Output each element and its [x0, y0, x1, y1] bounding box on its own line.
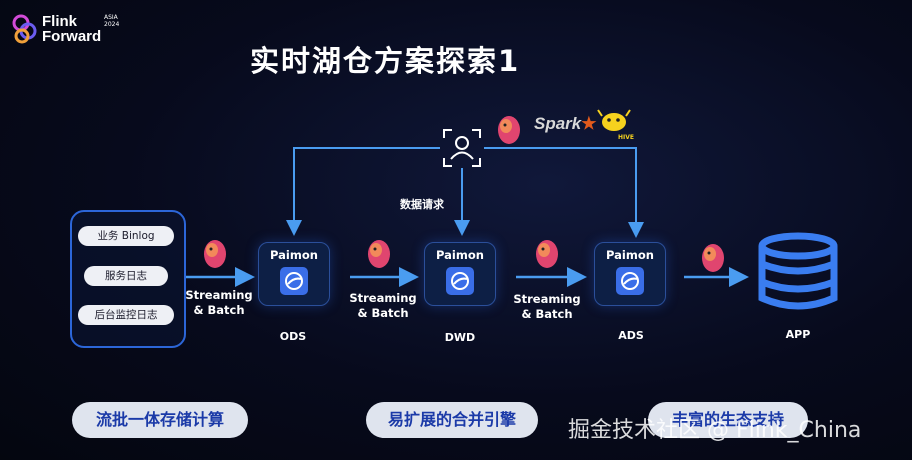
node-label: Paimon	[436, 248, 484, 262]
logo-line2: Forward	[42, 28, 102, 45]
spark-label: Spark	[534, 114, 582, 133]
flink-squirrel-icon	[368, 240, 390, 268]
stream-label-3: Streaming & Batch	[512, 292, 582, 322]
flink-forward-logo: Flink Forward ASIA 2024	[12, 10, 132, 50]
paimon-icon	[616, 267, 644, 295]
paimon-icon	[446, 267, 474, 295]
caption-ods: ODS	[279, 330, 307, 343]
flink-forward-mark-icon	[12, 14, 37, 44]
database-icon	[758, 232, 838, 310]
user-icon	[443, 129, 481, 167]
source-service-log: 服务日志	[84, 266, 168, 286]
node-label: Paimon	[270, 248, 318, 262]
node-label: Paimon	[606, 248, 654, 262]
stream-label-line1: Streaming	[185, 288, 253, 302]
logo-sub: ASIA 2024	[104, 14, 120, 28]
arrow-user-to-ads	[484, 147, 644, 238]
stream-label-2: Streaming & Batch	[348, 291, 418, 321]
source-box: 业务 Binlog 服务日志 后台监控日志	[70, 210, 186, 348]
flink-squirrel-icon	[204, 240, 226, 268]
paimon-node-dwd: Paimon	[424, 242, 496, 306]
stream-label-line2: & Batch	[521, 307, 573, 321]
feature-pill-3: 丰富的生态支持	[648, 402, 808, 438]
user-query-box	[442, 128, 482, 168]
flink-squirrel-icon	[536, 240, 558, 268]
stream-label-line2: & Batch	[193, 303, 245, 317]
stream-label-line1: Streaming	[349, 291, 417, 305]
caption-dwd: DWD	[444, 331, 476, 344]
paimon-node-ads: Paimon	[594, 242, 666, 306]
source-monitor-log: 后台监控日志	[78, 305, 174, 325]
arrow-user-to-ods	[286, 147, 440, 236]
hive-logo-icon	[597, 109, 631, 131]
source-binlog: 业务 Binlog	[78, 226, 174, 246]
paimon-icon	[280, 267, 308, 295]
feature-pill-2: 易扩展的合并引擎	[366, 402, 538, 438]
page-title: 实时湖仓方案探索1	[250, 44, 521, 78]
logo-line1: Flink	[42, 13, 78, 30]
caption-app: APP	[785, 328, 811, 341]
data-request-label: 数据请求	[400, 198, 444, 211]
watermark: 掘金技术社区 @ Flink_China	[568, 418, 862, 443]
flink-squirrel-icon	[702, 244, 724, 272]
stream-label-1: Streaming & Batch	[184, 288, 254, 318]
spark-logo-icon: Spark★	[534, 114, 597, 133]
hive-label: HIVE	[618, 134, 634, 141]
feature-pill-1: 流批一体存储计算	[72, 402, 248, 438]
paimon-node-ods: Paimon	[258, 242, 330, 306]
stream-label-line1: Streaming	[513, 292, 581, 306]
caption-ads: ADS	[618, 329, 644, 342]
logo-text: Flink Forward	[42, 14, 101, 44]
stream-label-line2: & Batch	[357, 306, 409, 320]
flink-squirrel-icon	[498, 116, 520, 144]
